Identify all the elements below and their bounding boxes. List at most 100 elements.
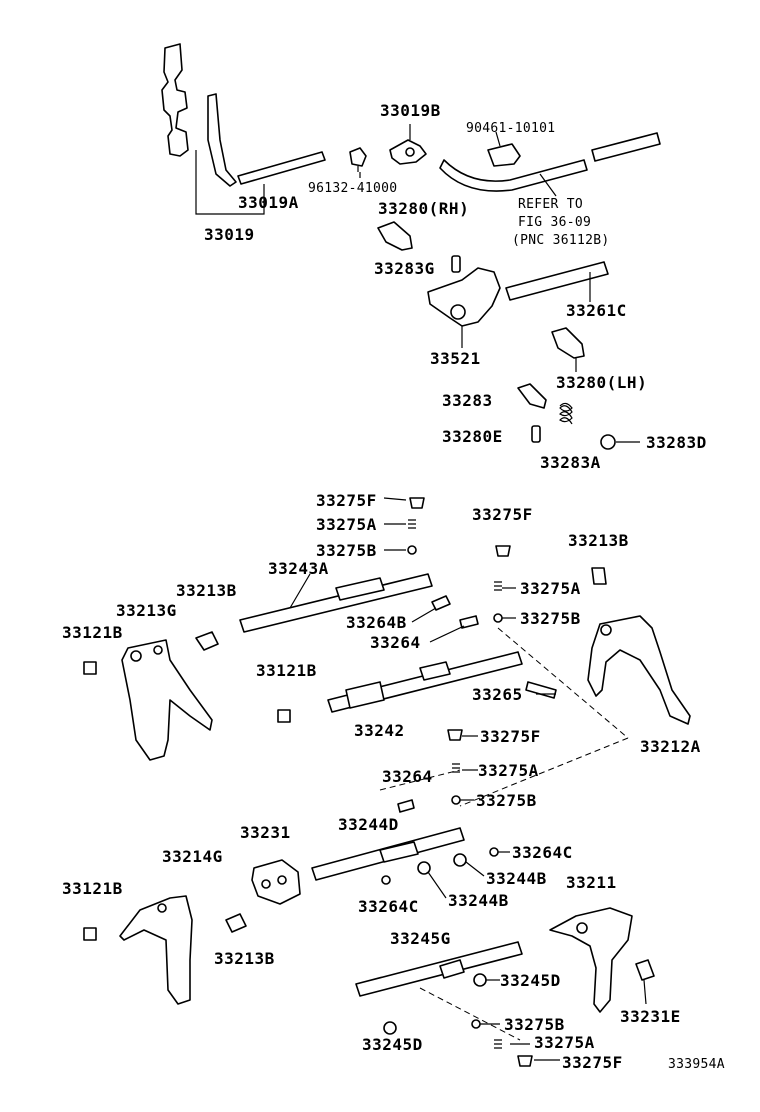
part-33283A-spring [559, 402, 573, 425]
part-33264C-ball-1 [489, 847, 499, 857]
part-96132-clip [349, 147, 367, 172]
label-33264-1: 33264 [370, 633, 421, 652]
part-labels: 33019B 90461-10101 96132-41000 33019A 33… [62, 101, 725, 1072]
part-33261C-rod [505, 261, 609, 302]
label-33283D: 33283D [646, 433, 707, 452]
part-33280RH-bolt [377, 221, 413, 251]
leader-lines [359, 172, 647, 1061]
part-33245D-washer-2 [383, 1021, 397, 1035]
label-33275A-4: 33275A [534, 1033, 595, 1052]
label-33275A-3: 33275A [478, 761, 539, 780]
label-33275F-3: 33275F [480, 727, 541, 746]
part-33121B-nut-2 [277, 709, 291, 723]
label-33121B-1: 33121B [62, 623, 123, 642]
label-33213B-1: 33213B [568, 531, 629, 550]
label-90461-10101: 90461-10101 [466, 121, 555, 136]
part-33231-block [251, 859, 301, 905]
part-33275F-plug-4 [517, 1055, 533, 1067]
part-33264-pin-2 [397, 799, 415, 813]
label-33019A: 33019A [238, 193, 299, 212]
part-33275A-spring-4 [494, 1039, 502, 1049]
label-33211: 33211 [566, 873, 617, 892]
label-33280LH: 33280(LH) [556, 373, 647, 392]
part-33275F-plug-2 [495, 545, 511, 557]
part-33275B-ball-3 [451, 795, 461, 805]
part-33275F-plug-3 [447, 729, 463, 741]
label-33245D-2: 33245D [362, 1035, 423, 1054]
label-33283A: 33283A [540, 453, 601, 472]
label-refer-to: REFER TO [518, 197, 583, 212]
part-33245D-washer-1 [473, 973, 487, 987]
label-33019: 33019 [204, 225, 255, 244]
part-33019A-rod [237, 151, 326, 185]
part-cable-assembly [439, 132, 661, 197]
part-33244B-washer-2 [417, 861, 431, 875]
label-33212A: 33212A [640, 737, 701, 756]
label-33521: 33521 [430, 349, 481, 368]
part-33242-shaft [327, 651, 523, 713]
label-33231E: 33231E [620, 1007, 681, 1026]
part-33243A-shaft [239, 573, 433, 633]
part-33275B-ball-1 [407, 545, 417, 555]
label-33275F-1: 33275F [316, 491, 377, 510]
label-33245D-1: 33245D [500, 971, 561, 990]
label-33275B-3: 33275B [476, 791, 537, 810]
part-33275B-ball-2 [493, 613, 503, 623]
label-33275F-4: 33275F [562, 1053, 623, 1072]
part-33264B-pin [431, 595, 451, 611]
part-33280E-pin [531, 425, 541, 443]
label-33244D: 33244D [338, 815, 399, 834]
part-33019-bracket [161, 43, 265, 215]
label-33213G: 33213G [116, 601, 177, 620]
label-33275A-2: 33275A [520, 579, 581, 598]
label-33213B-2: 33213B [176, 581, 237, 600]
label-33283: 33283 [442, 391, 493, 410]
part-33264C-ball-2 [381, 875, 391, 885]
part-90461-clamp [487, 131, 521, 167]
label-33019B: 33019B [380, 101, 441, 120]
label-33213B-3: 33213B [214, 949, 275, 968]
part-33275B-ball-4 [471, 1019, 481, 1029]
label-33280E: 33280E [442, 427, 503, 446]
label-33275A-1: 33275A [316, 515, 377, 534]
part-33275F-plug-1 [409, 497, 425, 509]
part-33283D-washer [600, 434, 640, 450]
part-33213B-bolt-1 [195, 631, 219, 651]
part-33213B-bolt-2 [591, 567, 607, 585]
label-33265: 33265 [472, 685, 523, 704]
label-33275F-2: 33275F [472, 505, 533, 524]
label-33275B-2: 33275B [520, 609, 581, 628]
figure-id: 333954A [668, 1057, 725, 1072]
label-fig-36-09: FIG 36-09 [518, 215, 591, 230]
part-33213B-bolt-3 [225, 913, 247, 933]
label-33275B-1: 33275B [316, 541, 377, 560]
label-33231: 33231 [240, 823, 291, 842]
part-33275A-spring-2 [494, 581, 502, 591]
part-33244B-washer-1 [453, 853, 467, 867]
part-33264-pin-1 [459, 615, 479, 629]
label-33244B-1: 33244B [486, 869, 547, 888]
label-33242: 33242 [354, 721, 405, 740]
part-33214G-fork [119, 895, 193, 1005]
label-33264B: 33264B [346, 613, 407, 632]
part-33231E-bolt [635, 959, 655, 981]
part-33244D-shaft [311, 827, 465, 881]
part-33283-bolt [517, 383, 547, 409]
label-33264C-1: 33264C [512, 843, 573, 862]
label-33243A: 33243A [268, 559, 329, 578]
part-33280LH-bolt [551, 327, 585, 372]
part-33245G-shaft [355, 941, 523, 997]
label-33121B-2: 33121B [256, 661, 317, 680]
label-33264-2: 33264 [382, 767, 433, 786]
part-33121B-nut-3 [83, 927, 97, 941]
label-33261C: 33261C [566, 301, 627, 320]
label-33275B-4: 33275B [504, 1015, 565, 1034]
part-33521-lever [427, 267, 501, 348]
part-33275A-spring-1 [408, 519, 416, 529]
label-33214G: 33214G [162, 847, 223, 866]
part-33211-fork [549, 907, 633, 1013]
label-33283G: 33283G [374, 259, 435, 278]
label-33264C-2: 33264C [358, 897, 419, 916]
part-33121B-nut-1 [83, 661, 97, 675]
